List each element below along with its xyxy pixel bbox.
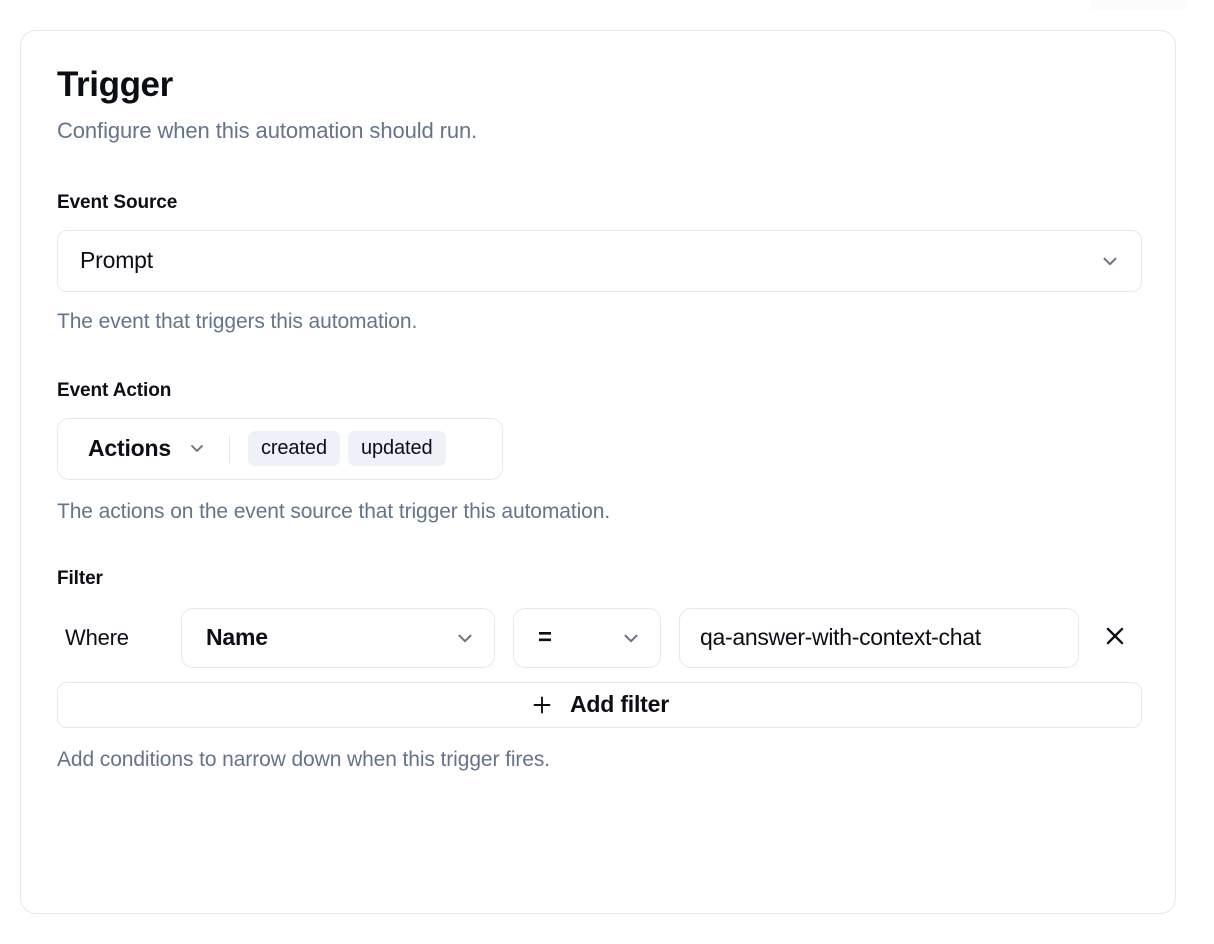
chevron-down-icon [620,627,642,649]
event-source-help: The event that triggers this automation. [57,309,418,333]
chevron-down-icon [187,438,209,460]
filter-operator-value: = [538,623,552,651]
event-action-dropdown[interactable]: Actions [88,435,209,462]
plus-icon [530,693,554,717]
event-action-label: Event Action [57,379,172,401]
add-filter-button[interactable]: Add filter [57,681,1142,728]
event-source-label: Event Source [57,191,178,213]
filter-group: Filter Where Name = [57,524,1142,772]
chevron-down-icon [1099,250,1121,272]
filter-field-value: Name [206,624,268,651]
add-filter-label: Add filter [570,691,669,718]
selected-actions-chips: created updated [247,431,446,467]
filter-row: Where Name = [57,607,1139,668]
event-action-dropdown-label: Actions [88,435,171,462]
event-source-select[interactable]: Prompt [57,229,1142,292]
event-action-control: Actions created updated [57,417,503,480]
event-source-value: Prompt [80,247,153,274]
page-title: Trigger [57,65,173,104]
filter-label: Filter [57,567,103,589]
top-cutoff-sliver [1090,0,1186,10]
event-action-help: The actions on the event source that tri… [57,499,611,523]
close-icon [1102,623,1128,652]
action-chip[interactable]: updated [347,431,446,467]
filter-operator-select[interactable]: = [513,607,661,668]
event-source-group: Event Source Prompt The event that trigg… [57,144,1142,334]
page-subtitle: Configure when this automation should ru… [57,117,478,143]
filter-field-select[interactable]: Name [181,607,495,668]
event-action-group: Event Action Actions created updated T [57,334,1139,524]
remove-filter-button[interactable] [1095,618,1135,658]
filter-help: Add conditions to narrow down when this … [57,747,551,771]
action-chip[interactable]: created [247,431,340,467]
where-label: Where [65,624,129,650]
divider [228,434,230,463]
trigger-card: Trigger Configure when this automation s… [20,30,1176,914]
filter-value-input[interactable]: qa-answer-with-context-chat [679,607,1079,668]
chevron-down-icon [454,627,476,649]
